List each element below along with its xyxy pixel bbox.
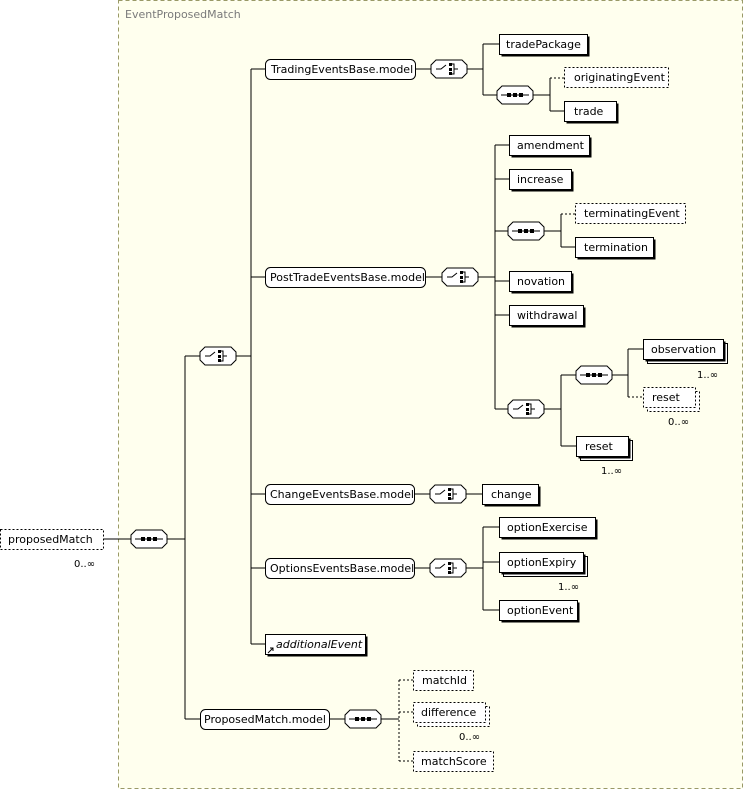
element-terminating-event[interactable]: terminatingEvent xyxy=(575,203,686,224)
element-reset-optional[interactable]: reset xyxy=(643,387,700,412)
element-terminating-event-label: terminatingEvent xyxy=(584,207,680,220)
element-option-event[interactable]: optionEvent xyxy=(499,600,580,623)
sequence-compositor-observation xyxy=(575,365,613,385)
element-change-label: change xyxy=(491,488,532,501)
element-originating-event[interactable]: originatingEvent xyxy=(564,67,669,88)
group-proposed-match[interactable]: ProposedMatch.model xyxy=(200,709,330,730)
group-change-events[interactable]: ChangeEventsBase.model xyxy=(265,484,415,505)
group-options-events[interactable]: OptionsEventsBase.model xyxy=(265,558,415,579)
group-box xyxy=(118,0,743,789)
element-option-event-label: optionEvent xyxy=(507,604,574,617)
group-post-trade-events-label: PostTradeEventsBase.model xyxy=(270,271,425,284)
element-increase[interactable]: increase xyxy=(509,169,574,192)
sequence-compositor-trading xyxy=(496,85,534,105)
observation-occurrence: 1..∞ xyxy=(697,370,718,381)
element-observation[interactable]: observation xyxy=(643,339,728,364)
element-option-exercise-label: optionExercise xyxy=(507,521,588,534)
choice-compositor-trading xyxy=(430,59,468,79)
element-difference-label: difference xyxy=(421,706,476,719)
element-termination-label: termination xyxy=(584,241,648,254)
element-option-exercise[interactable]: optionExercise xyxy=(499,517,598,540)
element-withdrawal[interactable]: withdrawal xyxy=(509,305,586,328)
root-occurrence: 0..∞ xyxy=(74,559,95,570)
element-proposed-match-label: proposedMatch xyxy=(8,533,93,546)
option-expiry-occurrence: 1..∞ xyxy=(558,582,579,593)
group-options-events-label: OptionsEventsBase.model xyxy=(270,562,414,575)
element-proposed-match[interactable]: proposedMatch xyxy=(0,529,104,550)
element-trade-package[interactable]: tradePackage xyxy=(499,34,590,57)
element-match-id-label: matchId xyxy=(422,674,467,687)
element-option-expiry-label: optionExpiry xyxy=(507,556,577,569)
choice-compositor-options xyxy=(429,558,467,578)
element-novation[interactable]: novation xyxy=(509,271,574,294)
choice-compositor-reset xyxy=(507,399,545,419)
element-match-score[interactable]: matchScore xyxy=(413,751,494,772)
sequence-compositor-termination xyxy=(507,221,545,241)
element-reset-optional-label: reset xyxy=(652,391,681,404)
group-change-events-label: ChangeEventsBase.model xyxy=(270,488,414,501)
reset-optional-occurrence: 0..∞ xyxy=(668,417,689,428)
element-termination[interactable]: termination xyxy=(575,237,656,260)
element-change[interactable]: change xyxy=(482,484,541,507)
element-difference[interactable]: difference xyxy=(413,702,490,727)
sequence-compositor-root xyxy=(130,529,168,549)
element-amendment-label: amendment xyxy=(517,139,585,152)
choice-compositor-post-trade xyxy=(441,267,479,287)
choice-compositor-main xyxy=(199,346,237,366)
element-increase-label: increase xyxy=(517,173,564,186)
element-trade-label: trade xyxy=(574,105,604,118)
group-trading-events-label: TradingEventsBase.model xyxy=(270,63,413,76)
element-trade-package-label: tradePackage xyxy=(506,38,581,51)
group-trading-events[interactable]: TradingEventsBase.model xyxy=(265,59,416,80)
sequence-compositor-proposed-match xyxy=(344,709,382,729)
connectors xyxy=(104,43,643,762)
element-reset-label: reset xyxy=(585,440,614,453)
element-additional-event[interactable]: additionalEvent xyxy=(265,634,368,657)
group-title: EventProposedMatch xyxy=(125,8,241,21)
element-trade[interactable]: trade xyxy=(564,101,619,124)
element-additional-event-label: additionalEvent xyxy=(276,638,363,651)
reset-occurrence: 1..∞ xyxy=(601,466,622,477)
element-observation-label: observation xyxy=(651,343,716,356)
element-novation-label: novation xyxy=(517,275,565,288)
group-post-trade-events[interactable]: PostTradeEventsBase.model xyxy=(265,267,426,288)
substitution-arrow-icon xyxy=(267,647,274,654)
element-reset[interactable]: reset xyxy=(576,436,633,461)
element-option-expiry[interactable]: optionExpiry xyxy=(499,552,588,577)
choice-compositor-change xyxy=(429,484,467,504)
element-originating-event-label: originatingEvent xyxy=(574,71,666,84)
element-amendment[interactable]: amendment xyxy=(509,135,592,158)
element-withdrawal-label: withdrawal xyxy=(517,309,577,322)
element-match-id[interactable]: matchId xyxy=(413,670,474,691)
group-proposed-match-label: ProposedMatch.model xyxy=(204,713,326,726)
element-match-score-label: matchScore xyxy=(421,755,487,768)
difference-occurrence: 0..∞ xyxy=(459,732,480,743)
